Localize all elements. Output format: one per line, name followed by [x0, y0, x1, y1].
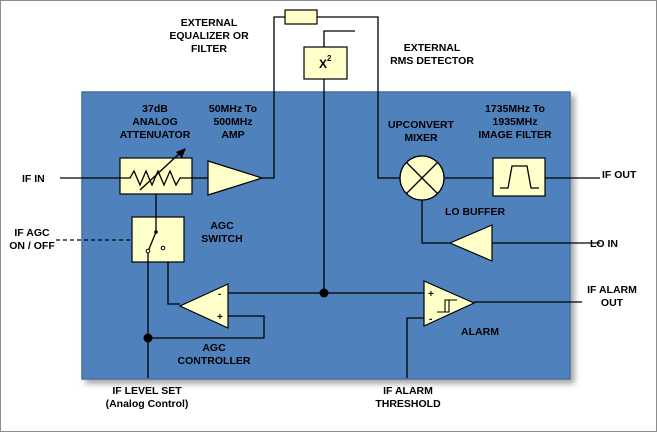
wire-lo-to-mixer — [421, 200, 450, 244]
label-if-out: IF OUT — [602, 169, 637, 181]
label-lo-buffer: LO BUFFER — [445, 206, 505, 218]
label-attenuator-line-3: ATTENUATOR — [120, 129, 191, 141]
label-if-agc-line-1: IF AGC — [14, 227, 50, 239]
mixer-cross-circle-icon — [399, 155, 445, 201]
label-if-alarm-threshold-line-2: THRESHOLD — [375, 398, 441, 410]
label-if-level-set-line-2: (Analog Control) — [106, 398, 189, 410]
wire-tap-to-detector — [323, 30, 355, 47]
label-external-equalizer-line-1: EXTERNAL — [181, 17, 238, 29]
label-if-agc-line-2: ON / OFF — [9, 240, 55, 252]
external-equalizer-box — [284, 9, 318, 25]
signal-wires — [60, 16, 600, 378]
label-mixer-line-2: MIXER — [404, 132, 438, 144]
label-amp-line-2: 500MHz — [213, 116, 252, 128]
wire-alarm-threshold — [406, 317, 424, 378]
label-if-in: IF IN — [22, 173, 45, 185]
x2-base: X — [319, 57, 327, 71]
wire-amp-to-eq — [262, 16, 285, 179]
label-image-filter-line-3: IMAGE FILTER — [478, 129, 552, 141]
label-if-alarm-out-line-1: IF ALARM — [587, 284, 637, 296]
square-law-detector-icon: X 2 — [303, 46, 348, 80]
label-attenuator-line-2: ANALOG — [132, 116, 178, 128]
label-lo-in: LO IN — [590, 238, 618, 250]
amp-icon — [207, 160, 264, 196]
label-if-level-set-line-1: IF LEVEL SET — [112, 385, 182, 397]
label-if-alarm-threshold-line-1: IF ALARM — [383, 385, 433, 397]
bandpass-filter-icon — [492, 157, 546, 197]
label-agc-switch-line-2: SWITCH — [201, 233, 242, 245]
label-attenuator-line-1: 37dB — [142, 103, 168, 115]
label-agc-controller-line-2: CONTROLLER — [178, 355, 251, 367]
label-agc-switch-line-1: AGC — [210, 220, 234, 232]
wire-eq-to-mixer — [317, 16, 400, 179]
label-amp-line-1: 50MHz To — [209, 103, 257, 115]
alarm-plus-sign: + — [428, 289, 434, 300]
label-external-equalizer-line-2: EQUALIZER OR — [169, 30, 249, 42]
junction-dot-detector — [319, 288, 329, 298]
junction-dot-level-set — [143, 333, 153, 343]
label-image-filter-line-1: 1735MHz To — [485, 103, 545, 115]
comparator-hysteresis-icon — [423, 280, 476, 327]
label-if-alarm-out-line-2: OUT — [601, 297, 624, 309]
label-alarm: ALARM — [461, 326, 499, 338]
lo-buffer-icon — [448, 224, 493, 262]
wire-controller-plus — [148, 315, 265, 339]
variable-resistor-icon — [119, 148, 193, 195]
agc-plus-sign: + — [217, 312, 223, 323]
label-amp-line-3: AMP — [221, 129, 244, 141]
spdt-switch-icon — [131, 216, 185, 263]
alarm-minus-sign: - — [429, 314, 432, 325]
label-external-rms-detector-line-1: EXTERNAL — [404, 42, 461, 54]
agc-minus-sign: - — [218, 289, 221, 300]
label-external-equalizer-line-3: FILTER — [191, 43, 227, 55]
x2-exp: 2 — [327, 54, 332, 63]
agc-controller-icon — [178, 283, 229, 329]
label-image-filter-line-2: 1935MHz — [493, 116, 538, 128]
label-mixer-line-1: UPCONVERT — [388, 119, 455, 131]
label-agc-controller-line-1: AGC — [202, 342, 226, 354]
label-external-rms-detector-line-2: RMS DETECTOR — [390, 55, 474, 67]
